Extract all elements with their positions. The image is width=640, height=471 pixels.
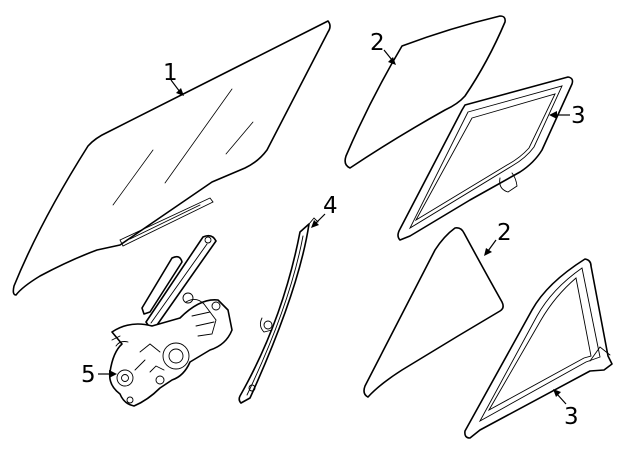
callout-3-lower: 3 — [564, 404, 579, 430]
callout-4: 4 — [323, 193, 338, 219]
callout-1: 1 — [163, 60, 178, 86]
quarter-glass-lower — [363, 227, 504, 398]
callout-2-upper: 2 — [370, 30, 385, 56]
callout-3-upper: 3 — [571, 103, 586, 129]
leader-lines — [98, 49, 570, 405]
window-regulator-motor — [108, 234, 233, 407]
rear-glass-channel-upper — [397, 76, 574, 241]
callout-5: 5 — [81, 362, 96, 388]
glass-run-channel — [238, 217, 319, 404]
quarter-glass-channel-lower — [464, 258, 613, 439]
front-door-glass — [12, 20, 331, 296]
callout-2-lower: 2 — [497, 220, 512, 246]
rear-door-glass-upper — [344, 15, 506, 169]
